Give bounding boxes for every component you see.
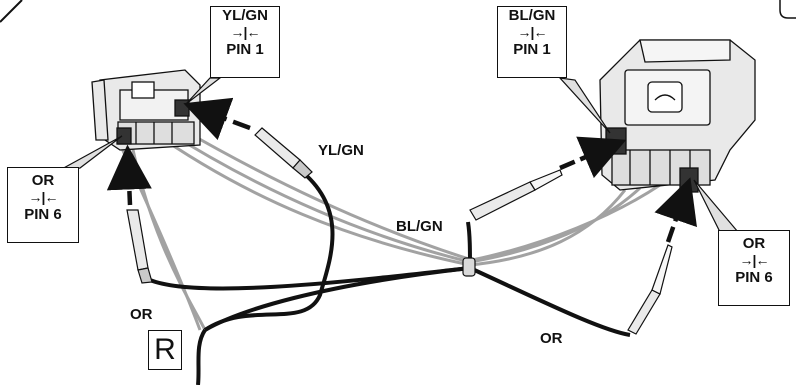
corner-fragment: [0, 0, 23, 23]
pin-terminal-symbol: →|←: [230, 24, 261, 40]
arrow-pin6-left: [106, 144, 152, 206]
wire-label-yl-gn: YL/GN: [318, 142, 364, 159]
wire-label-bl-gn: BL/GN: [396, 218, 443, 235]
pin6-cavity-left: [116, 127, 132, 145]
pin-terminal-symbol: →|←: [739, 252, 770, 268]
callout-wire-color: BL/GN: [508, 7, 556, 24]
pin-terminal-symbol: →|←: [28, 189, 59, 205]
pin-terminal-symbol: →|←: [517, 24, 548, 40]
wire-tie: [462, 257, 476, 277]
callout-pin-number: PIN 1: [226, 41, 264, 58]
black-wires: [149, 168, 631, 385]
arrow-pin1-left: [183, 97, 251, 141]
terminal-bl-gn: [469, 169, 563, 221]
callout-wire-color: OR: [742, 235, 766, 252]
corner-fragment: [779, 0, 796, 19]
callout-wire-color: OR: [31, 172, 55, 189]
left-connector: [91, 69, 201, 151]
wire-label-or-right: OR: [540, 330, 563, 347]
callout-or-pin6-right: OR →|← PIN 6: [718, 230, 790, 306]
callout-pin-number: PIN 6: [24, 206, 62, 223]
terminal-yl-gn: [254, 127, 313, 179]
callout-leaders: [59, 77, 740, 233]
wire-label-or-left: OR: [130, 306, 153, 323]
gray-wires: [116, 126, 661, 331]
terminal-or-left: [126, 209, 153, 284]
pin6-cavity-right: [679, 167, 699, 193]
insertion-arrows: [106, 97, 697, 243]
terminal-or-right: [627, 244, 673, 335]
right-connector: [599, 39, 756, 193]
callout-wire-color: YL/GN: [222, 7, 268, 24]
callout-yl-gn-pin1: YL/GN →|← PIN 1: [210, 6, 280, 78]
arrow-pin6-right: [654, 177, 697, 243]
callout-pin-number: PIN 1: [513, 41, 551, 58]
callout-bl-gn-pin1: BL/GN →|← PIN 1: [497, 6, 567, 78]
harness-marker-r: R: [148, 330, 182, 370]
callout-pin-number: PIN 6: [735, 269, 773, 286]
arrow-pin1-right: [559, 136, 627, 179]
callout-or-pin6-left: OR →|← PIN 6: [7, 167, 79, 243]
